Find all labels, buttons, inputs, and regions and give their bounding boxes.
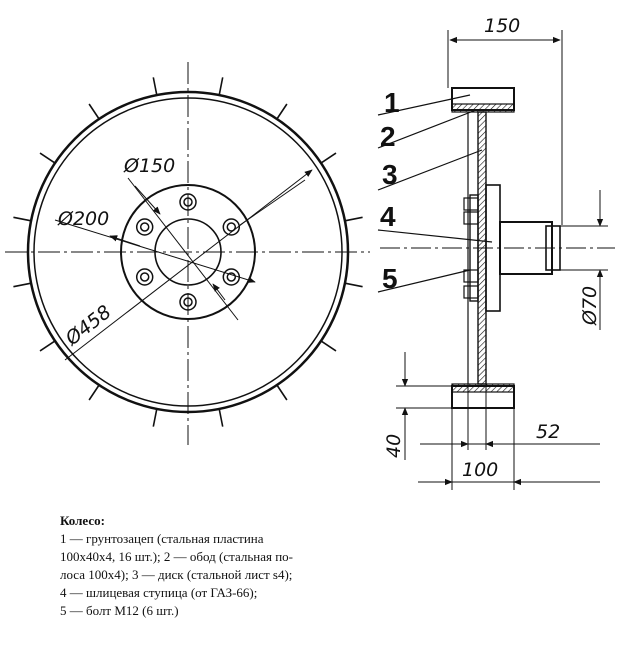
bolt-head — [183, 197, 193, 207]
wheel-drawing: Ø150 Ø200 Ø458 — [5, 15, 615, 490]
bolt-head — [139, 222, 150, 232]
bolt-side-top2 — [463, 211, 479, 225]
grouser — [276, 103, 288, 120]
grouser — [13, 282, 32, 288]
bolt-hole — [222, 268, 241, 286]
grouser — [39, 340, 56, 352]
dim-line-d200-start — [109, 235, 141, 247]
callout-leader-4 — [377, 229, 493, 243]
bolt-side-bottom — [463, 269, 479, 283]
wheel-rim-inner — [33, 97, 343, 407]
callout-1: 1 — [384, 87, 400, 118]
bolt-side-bottom2 — [463, 285, 479, 299]
wheel-rim-outer — [26, 90, 350, 414]
bolt-holes — [135, 193, 241, 311]
callout-leader-1 — [377, 94, 471, 116]
leader-d150-radial — [239, 179, 306, 226]
dim-line-d200 — [54, 219, 256, 283]
dim-label-d458: Ø458 — [61, 301, 116, 350]
dim-line-d150 — [127, 177, 239, 321]
hub-bore — [154, 218, 222, 286]
grouser — [320, 340, 337, 352]
rim-section-top — [451, 103, 515, 113]
grouser — [88, 103, 100, 120]
caption-line: 5 — болт М12 (6 шт.) — [60, 603, 179, 618]
bolt-head — [139, 272, 150, 282]
caption-line: 1 — грунтозацеп (стальная пластина — [60, 531, 264, 546]
caption-title: Колесо: — [60, 513, 105, 528]
callout-3: 3 — [382, 159, 398, 190]
dim-label-w52: 52 — [536, 421, 560, 443]
caption-line: 100x40x4, 16 шт.); 2 — обод (стальная по… — [60, 549, 293, 564]
bolt-side-top — [463, 197, 479, 211]
bolt-hole — [135, 268, 154, 286]
dim-label-width150: 150 — [484, 15, 520, 37]
rim-section-bottom — [451, 383, 515, 393]
grouser — [13, 216, 32, 222]
grouser — [39, 152, 56, 164]
dim-label-d70: Ø70 — [579, 286, 601, 326]
bolt-head — [226, 272, 237, 282]
grouser — [218, 77, 224, 96]
dim-label-h40: 40 — [383, 434, 405, 458]
grouser — [344, 216, 363, 222]
dim-label-d150: Ø150 — [123, 155, 175, 177]
caption: Колесо: 1 — грунтозацеп (стальная пласти… — [60, 512, 360, 620]
front-view — [5, 62, 370, 445]
dim-label-d200: Ø200 — [57, 208, 109, 230]
grouser — [276, 384, 288, 401]
callout-4: 4 — [380, 201, 396, 232]
bolt-hole — [179, 293, 197, 311]
bolt-hole — [222, 218, 241, 236]
side-view — [377, 30, 615, 490]
grouser — [88, 384, 100, 401]
dim-line-d150-arrow — [134, 185, 161, 215]
grousers — [13, 77, 363, 427]
grouser — [152, 408, 158, 427]
grouser — [344, 282, 363, 288]
bolt-hole — [135, 218, 154, 236]
bolt-head — [183, 297, 193, 307]
caption-line: 4 — шлицевая ступица (от ГАЗ-66); — [60, 585, 258, 600]
grouser — [152, 77, 158, 96]
callout-leader-5 — [377, 269, 471, 293]
callout-2: 2 — [380, 121, 396, 152]
callout-leader-2 — [377, 109, 477, 149]
grouser — [320, 152, 337, 164]
caption-line: лоса 100x4); 3 — диск (стальной лист s4)… — [60, 567, 293, 582]
callout-5: 5 — [382, 263, 398, 294]
hub-flange — [120, 184, 256, 320]
bolt-hole — [179, 193, 197, 211]
dim-label-w100: 100 — [462, 459, 498, 481]
grouser — [218, 408, 224, 427]
callout-leader-3 — [377, 149, 483, 191]
dim-line-d150-arrow2 — [212, 283, 226, 301]
dim-line-d458 — [64, 169, 313, 361]
bolt-head — [226, 222, 237, 232]
